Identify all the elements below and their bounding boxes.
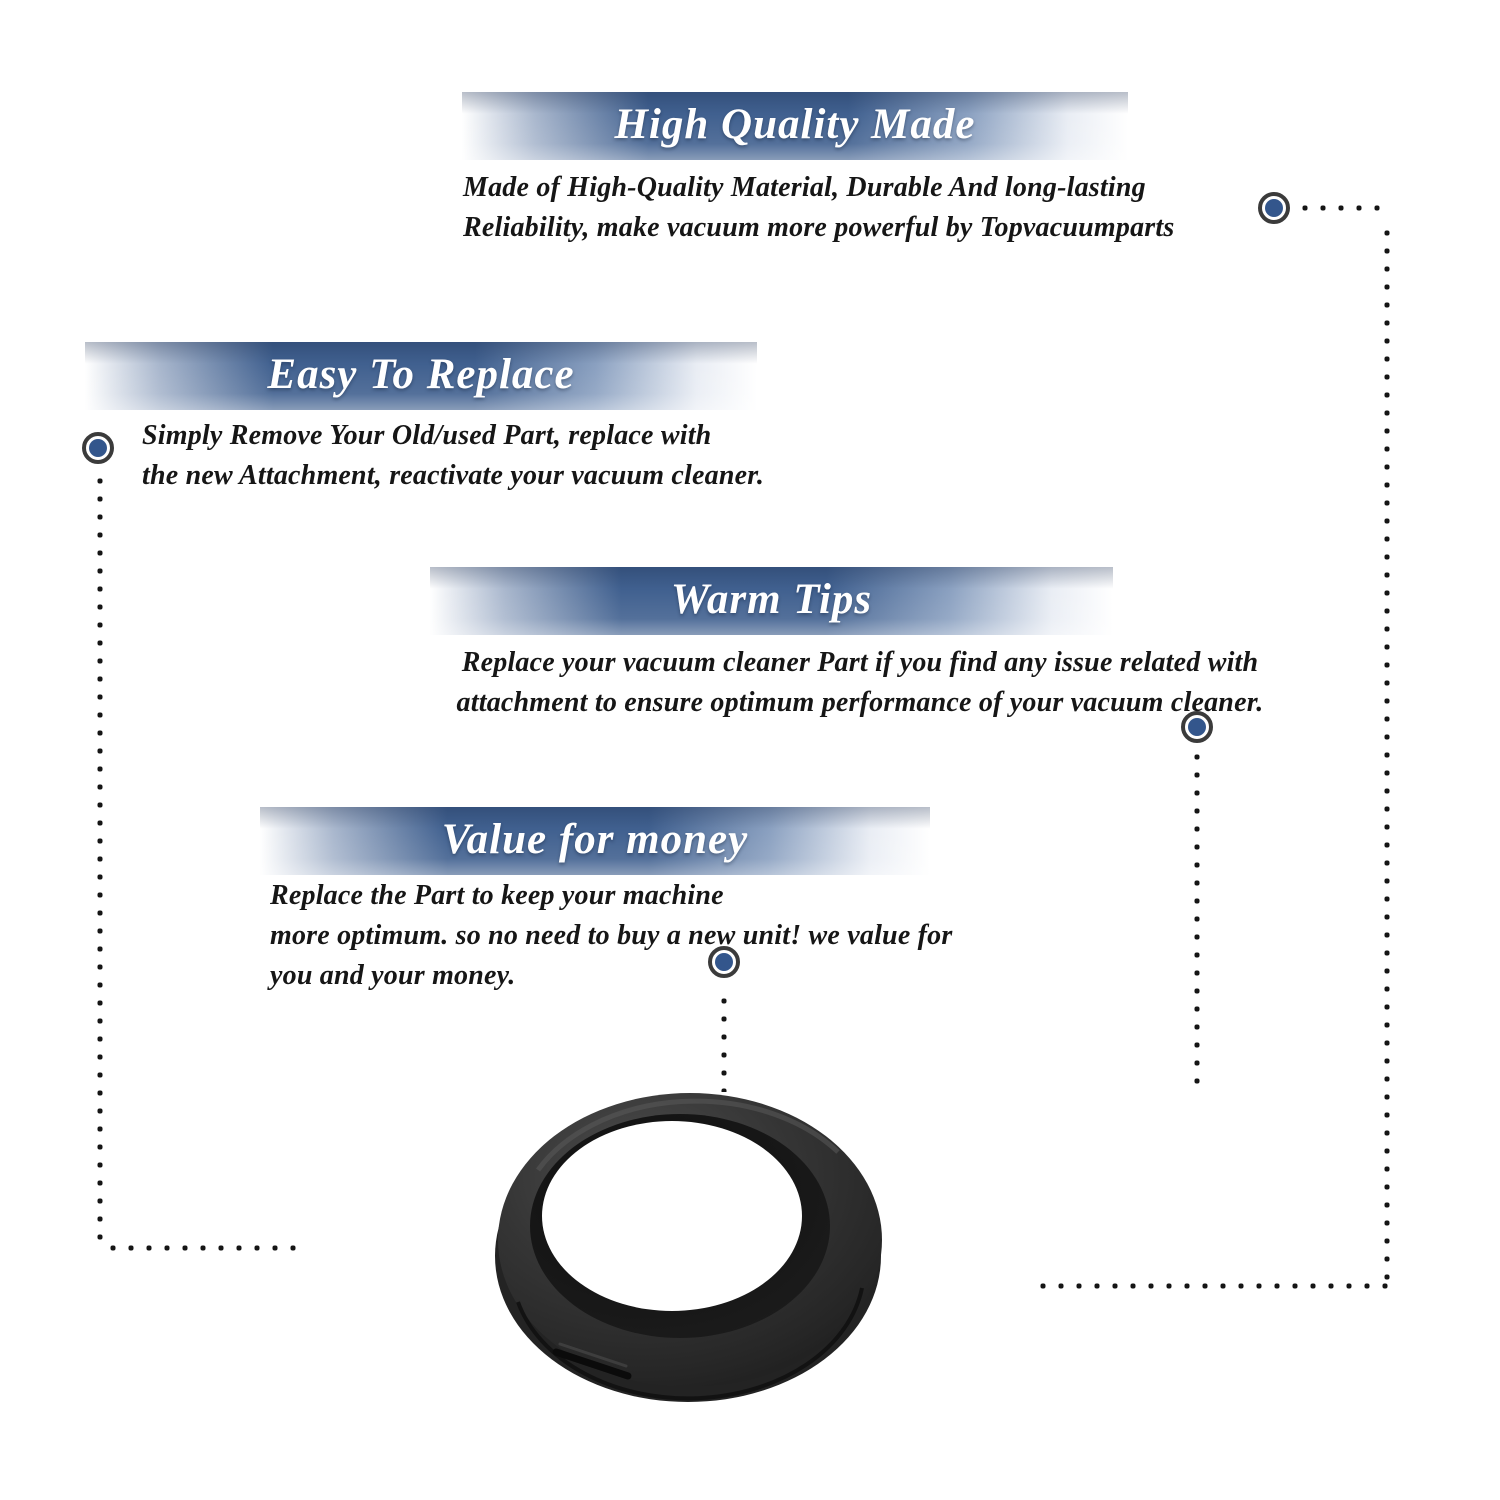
gasket-notch <box>552 1348 632 1380</box>
dotted-line-left-vertical <box>97 472 103 1250</box>
banner-high-quality-title: High Quality Made <box>614 101 976 148</box>
banner-easy-replace: Easy To Replace <box>85 342 757 410</box>
dotted-line-bottom-right-horizontal <box>1034 1283 1390 1289</box>
banner-value-money-title: Value for money <box>441 816 749 863</box>
dotted-line-bottom-left-horizontal <box>104 1245 304 1251</box>
high-quality-body-text: Made of High-Quality Material, Durable A… <box>463 172 1175 243</box>
value-money-body-text: Replace the Part to keep your machine mo… <box>270 880 953 991</box>
banner-warm-tips-title: Warm Tips <box>670 576 873 623</box>
connector-bullet-icon-high-quality <box>1258 192 1290 224</box>
banner-value-money: Value for money <box>260 807 930 875</box>
connector-bullet-icon-easy-replace <box>82 432 114 464</box>
gasket-step-ridge <box>516 1287 864 1401</box>
dotted-line-right-vertical <box>1384 224 1390 1282</box>
connector-bullet-icon-value-money <box>708 946 740 978</box>
dotted-line-warm-tips-vertical <box>1194 748 1200 1092</box>
gasket-inner-hole <box>542 1121 802 1311</box>
product-photo-gasket-ring <box>495 1093 882 1402</box>
gasket-rim-highlight <box>535 1098 840 1172</box>
warm-tips-body-text: Replace your vacuum cleaner Part if you … <box>456 647 1264 718</box>
dotted-line-top-right-horizontal <box>1296 205 1392 211</box>
banner-high-quality: High Quality Made <box>462 92 1128 160</box>
easy-replace-body-text: Simply Remove Your Old/used Part, replac… <box>142 420 765 491</box>
gasket-notch-highlight <box>558 1342 628 1368</box>
banner-warm-tips: Warm Tips <box>430 567 1113 635</box>
connector-bullet-icon-warm-tips <box>1181 711 1213 743</box>
banner-easy-replace-title: Easy To Replace <box>267 351 575 398</box>
dotted-line-value-money-vertical <box>721 992 727 1092</box>
